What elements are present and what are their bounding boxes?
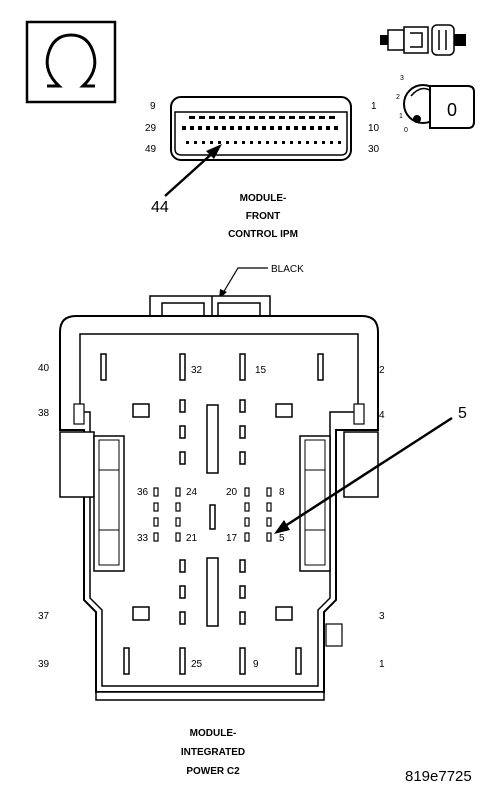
pin-label-36: 36 [137,487,149,498]
callout-arrow-44 [164,149,217,197]
key-position-0: 0 [404,127,408,134]
connector-front-control-ipm: 9 1 29 10 49 30 44 MODULE- FRONT CONTROL… [145,96,380,240]
caption-line-1: MODULE- [190,728,237,739]
pin-label-40: 40 [38,363,50,374]
pin-label-37: 37 [38,611,50,622]
pin-label-8: 8 [279,487,285,498]
caption-line-3: CONTROL IPM [228,229,298,240]
ohm-icon [45,33,97,88]
key-position-3: 3 [400,75,404,82]
callout-44: 44 [151,199,169,216]
left-side-lock [59,431,125,572]
pin-label-1: 1 [371,101,377,112]
caption-line-3: POWER C2 [186,766,240,777]
ohm-symbol-text: Ω [0,0,1,1]
pin-label-24: 24 [186,487,198,498]
caption-line-2: INTEGRATED [181,747,245,758]
pin-label-30: 30 [368,144,380,155]
pin-label-39: 39 [38,659,50,670]
connector-integrated-power-c2: BLACK [38,264,467,777]
pin-label-25: 25 [191,659,203,670]
pin-label-21: 21 [186,533,198,544]
pin-label-15: 15 [255,365,267,376]
small-terminal-cavities [153,487,272,542]
pin-label-1: 1 [379,659,385,670]
disconnected-connector-icon [380,24,466,56]
pin-label-49: 49 [145,144,157,155]
connector-color-label: BLACK [271,264,304,275]
pin-label-29: 29 [145,123,157,134]
pin-label-2: 2 [379,365,385,376]
pin-label-5: 5 [279,533,285,544]
pin-label-4: 4 [379,410,385,421]
ignition-key-icon: 0 3 2 1 0 [396,75,475,134]
key-position-1: 1 [399,113,403,120]
key-position-label: 0 [447,100,457,120]
pin-label-10: 10 [368,123,380,134]
right-side-lock [299,431,379,572]
pin-label-38: 38 [38,408,50,419]
pin-row-3 [186,141,341,144]
pin-label-33: 33 [137,533,149,544]
callout-arrow-5 [281,416,453,530]
pin-label-3: 3 [379,611,385,622]
pin-label-32: 32 [191,365,203,376]
pin-row-2 [182,126,338,130]
caption-line-1: MODULE- [240,193,287,204]
pin-label-9: 9 [150,101,156,112]
callout-5: 5 [458,405,467,422]
key-position-2: 2 [396,94,400,101]
pin-label-17: 17 [226,533,238,544]
figure-id: 819e7725 [405,768,472,785]
ohm-symbol-box [25,20,117,104]
pin-label-9: 9 [253,659,259,670]
caption-line-2: FRONT [246,211,280,222]
terminal-cavities [100,353,324,675]
pin-row-1 [189,116,335,119]
pin-label-20: 20 [226,487,238,498]
